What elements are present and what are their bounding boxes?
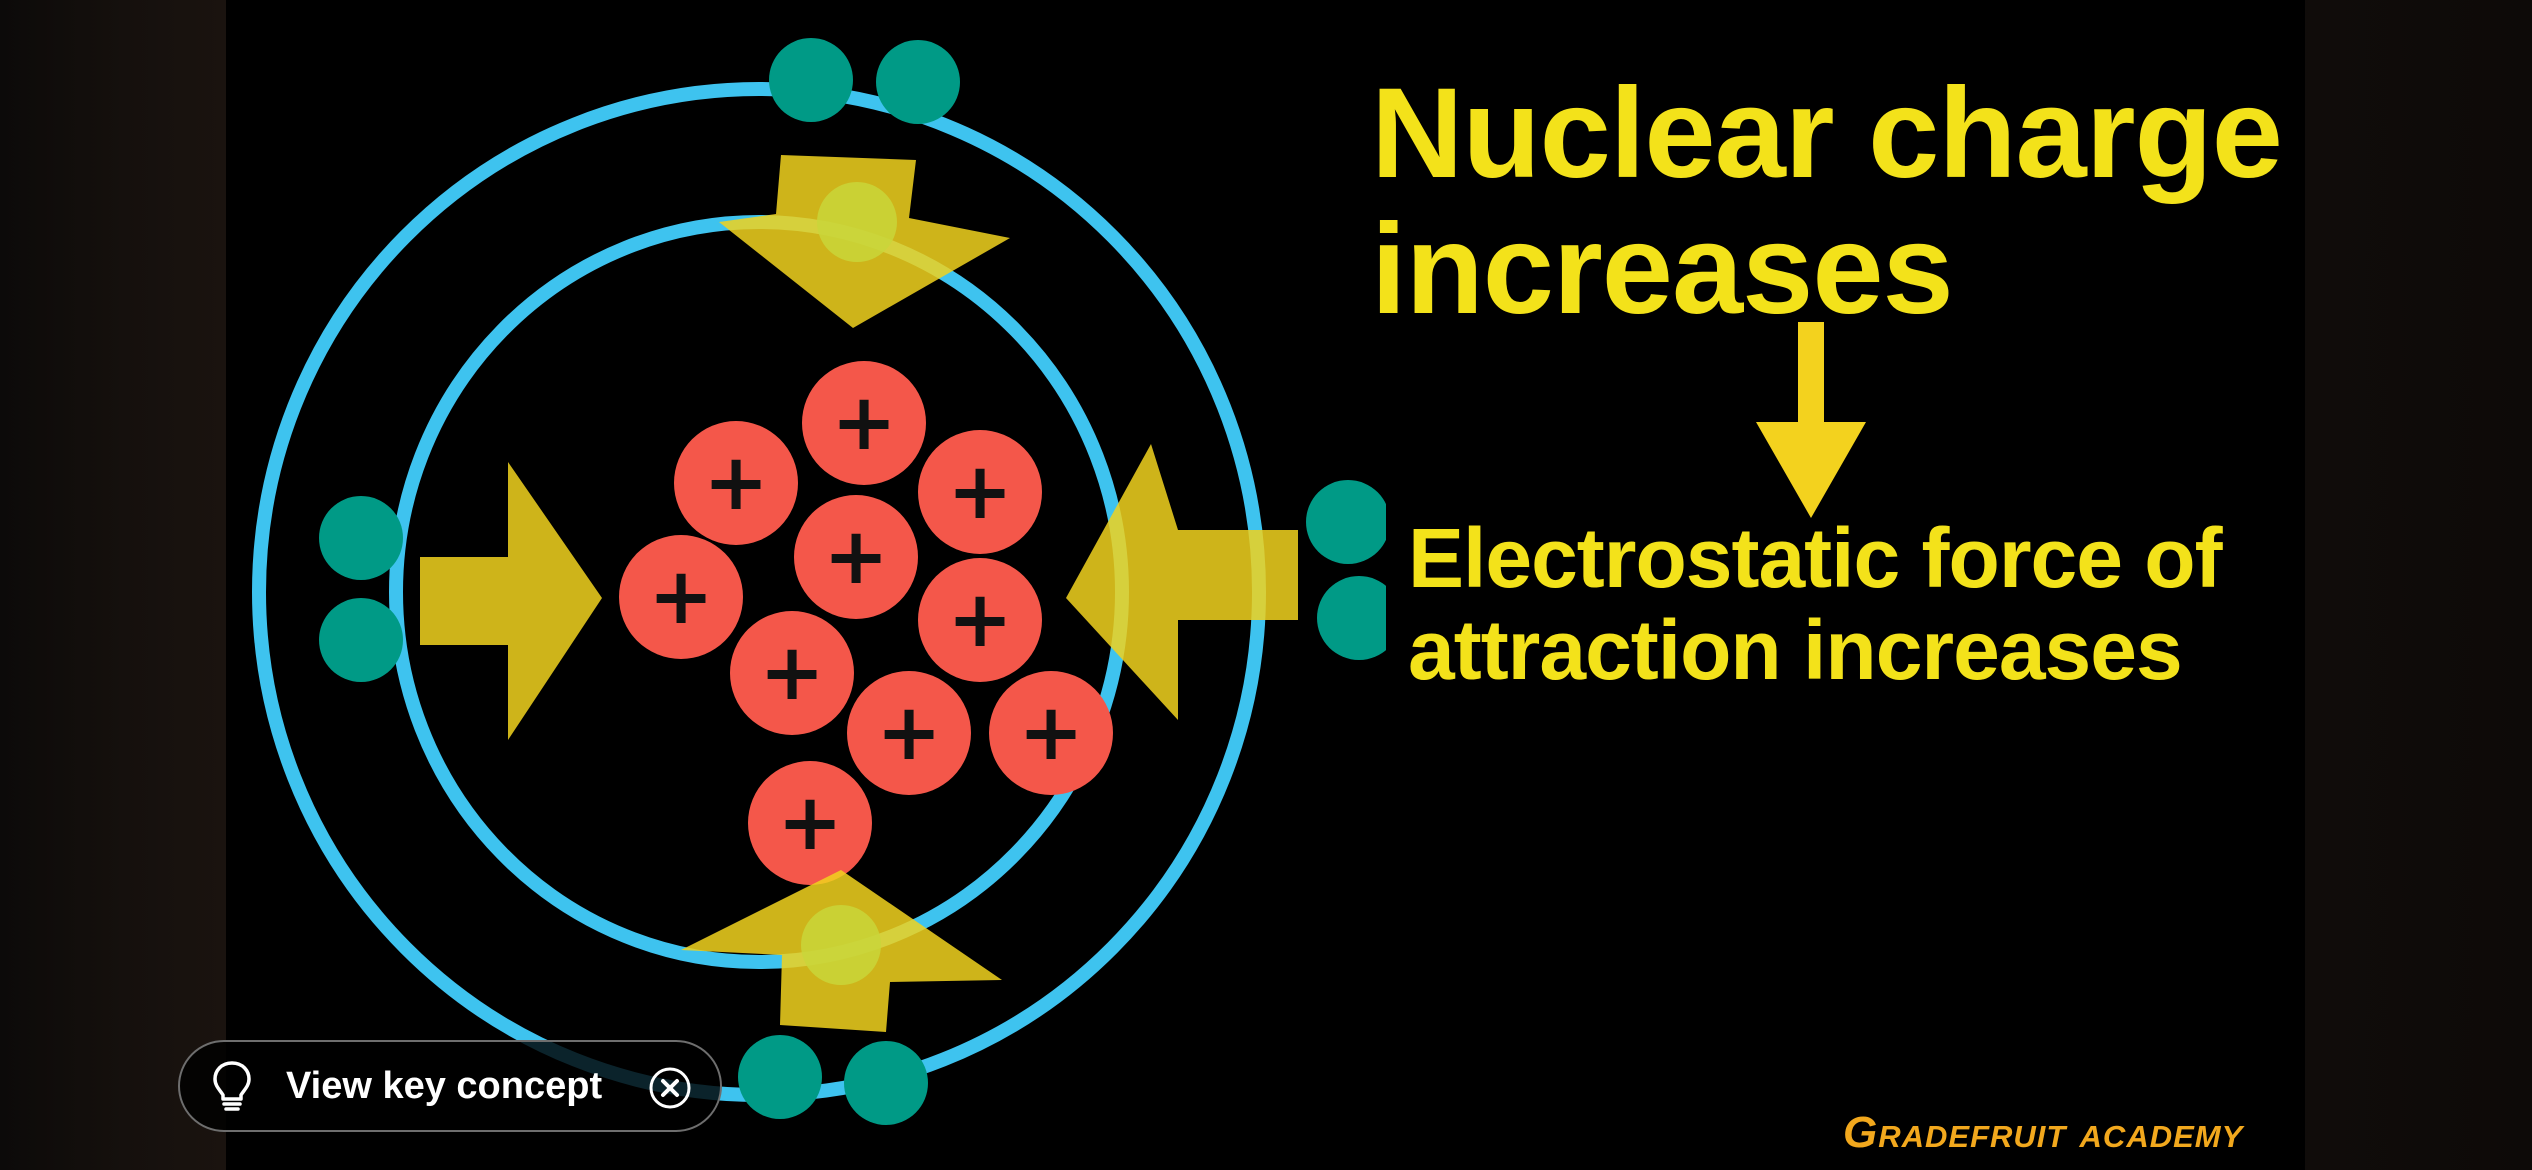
proton: + [802, 361, 926, 485]
nucleus: + + + + + + + + + + [619, 361, 1113, 885]
svg-text:+: + [831, 378, 896, 468]
svg-text:+: + [876, 688, 941, 778]
svg-text:+: + [648, 552, 713, 642]
video-frame[interactable]: + + + + + + + + + + [226, 0, 2305, 1170]
proton: + [674, 421, 798, 545]
headline-line: increases [1371, 198, 1954, 341]
svg-text:+: + [703, 438, 768, 528]
proton: + [730, 611, 854, 735]
left-letterbox [0, 0, 226, 1170]
svg-text:+: + [777, 778, 842, 868]
electron [801, 905, 881, 985]
proton: + [989, 671, 1113, 795]
electron [769, 38, 853, 122]
down-arrow-icon [1756, 322, 1866, 518]
svg-text:+: + [1018, 688, 1083, 778]
electron [319, 496, 403, 580]
subheading-line: Electrostatic force of [1408, 511, 2223, 605]
electron [319, 598, 403, 682]
proton: + [918, 430, 1042, 554]
arrow-right-icon [1066, 444, 1298, 720]
svg-text:+: + [759, 628, 824, 718]
channel-watermark: Gradefruit academy [1843, 1108, 2244, 1157]
subheading-line: attraction increases [1408, 603, 2183, 697]
right-letterbox [2305, 0, 2532, 1170]
proton: + [619, 535, 743, 659]
headline-line: Nuclear charge [1371, 62, 2283, 205]
svg-text:+: + [823, 512, 888, 602]
close-icon[interactable] [648, 1066, 692, 1110]
electron [844, 1041, 928, 1125]
proton: + [748, 761, 872, 885]
electron [876, 40, 960, 124]
key-concept-label: View key concept [286, 1064, 603, 1107]
headline: Nuclear charge increases [1371, 62, 2283, 341]
proton: + [794, 495, 918, 619]
electron [1306, 480, 1386, 564]
electron [1317, 576, 1386, 660]
electrons [319, 38, 1386, 1125]
arrow-left-icon [420, 462, 602, 740]
svg-text:+: + [947, 447, 1012, 537]
electron [738, 1035, 822, 1119]
view-key-concept-button[interactable]: View key concept [178, 1040, 722, 1132]
proton: + [918, 558, 1042, 682]
subheading: Electrostatic force of attraction increa… [1408, 511, 2223, 697]
atom-diagram: + + + + + + + + + + [252, 38, 1386, 1125]
svg-text:+: + [947, 575, 1012, 665]
electron [817, 182, 897, 262]
proton: + [847, 671, 971, 795]
lightbulb-icon [210, 1060, 254, 1112]
